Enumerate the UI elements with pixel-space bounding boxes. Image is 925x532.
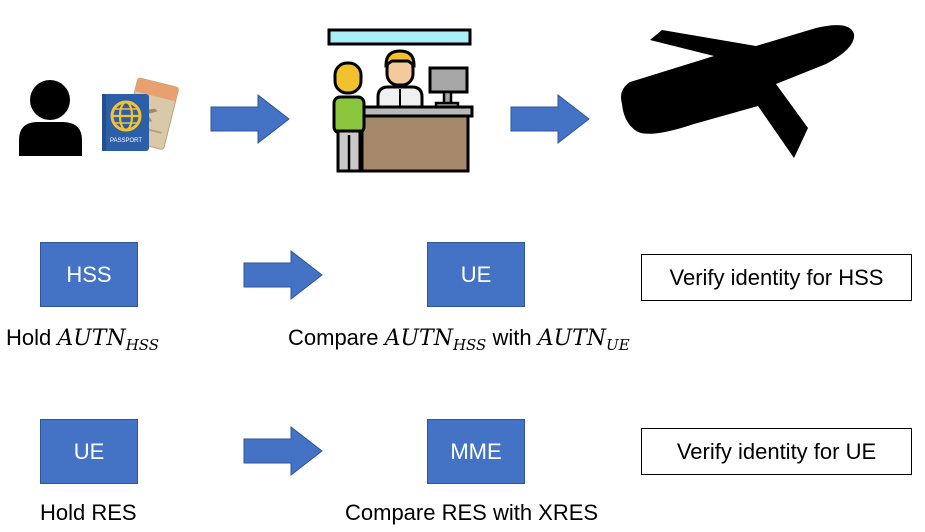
verify-hss-label: Verify identity for HSS (641, 254, 912, 301)
flow-arrow (210, 93, 290, 145)
flow-arrow (243, 425, 323, 477)
mme-box: MME (427, 419, 525, 484)
hold-autn-caption: Hold AUTNHSS (6, 325, 160, 354)
compare-autn-caption: Compare AUTNHSS with AUTNUE (288, 325, 630, 354)
passport-icon: PASSPORT (102, 77, 179, 151)
person-icon (19, 80, 82, 156)
check-in-counter-icon (327, 28, 474, 173)
compare-res-caption: Compare RES with XRES (345, 500, 599, 525)
ue-box: UE (427, 242, 525, 307)
hss-box: HSS (40, 242, 138, 307)
flow-arrow (243, 249, 323, 301)
passport-label: PASSPORT (110, 138, 142, 144)
verify-ue-label: Verify identity for UE (641, 428, 912, 475)
ue-box: UE (40, 419, 138, 484)
airplane-icon (621, 25, 855, 158)
flow-arrow (510, 93, 590, 145)
hold-res-caption: Hold RES (40, 500, 137, 525)
